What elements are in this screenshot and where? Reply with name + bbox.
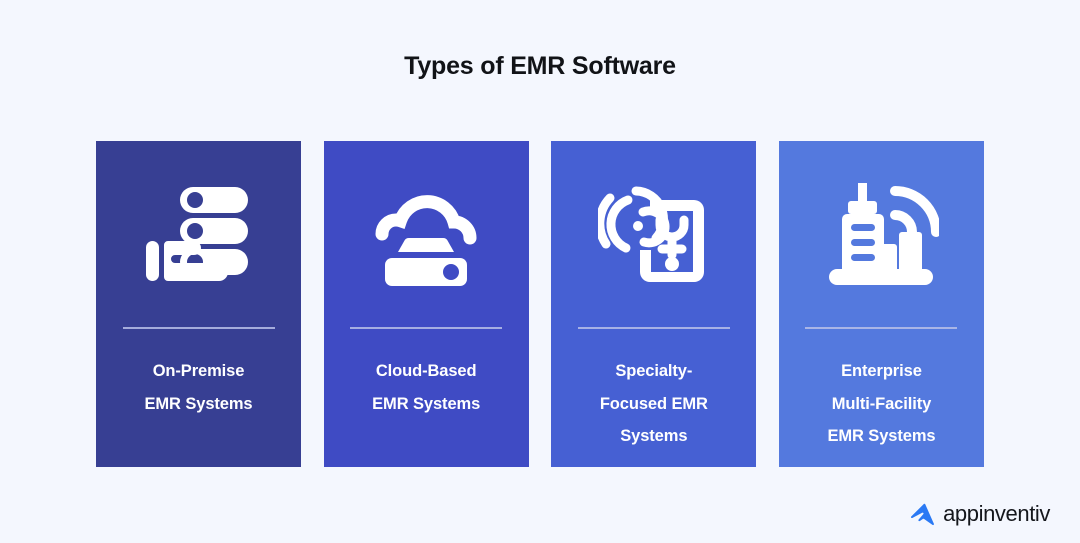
card-icon-wrap bbox=[96, 141, 301, 327]
card-label-line: Cloud-Based bbox=[375, 362, 477, 380]
appinventiv-logo-mark-icon bbox=[911, 503, 935, 526]
card-divider bbox=[577, 327, 730, 329]
card-label-specialty-focused: Specialty- Focused EMR Systems bbox=[566, 355, 742, 453]
city-buildings-signal-icon bbox=[829, 183, 940, 285]
card-label-line: Specialty- bbox=[615, 362, 693, 380]
card-divider bbox=[350, 327, 503, 329]
card-divider bbox=[122, 327, 275, 329]
page-title: Types of EMR Software bbox=[404, 52, 676, 80]
card-divider bbox=[805, 327, 958, 329]
card-label-line: Multi-Facility bbox=[831, 394, 932, 413]
card-label-line: EMR Systems bbox=[372, 394, 481, 413]
appinventiv-logo: appinventiv bbox=[908, 499, 1050, 529]
cloud-server-icon bbox=[375, 195, 477, 286]
card-icon-wrap bbox=[779, 141, 984, 327]
card-cloud-based[interactable]: Cloud-Based EMR Systems bbox=[323, 141, 529, 467]
card-label-enterprise-multi-facility: Enterprise Multi-Facility EMR Systems bbox=[793, 355, 969, 453]
card-label-line: On-Premise bbox=[152, 362, 245, 380]
card-label-on-premise: On-Premise EMR Systems bbox=[111, 355, 287, 420]
card-on-premise[interactable]: On-Premise EMR Systems bbox=[96, 141, 301, 467]
card-enterprise-multi-facility[interactable]: Enterprise Multi-Facility EMR Systems bbox=[778, 141, 984, 467]
card-icon-wrap bbox=[324, 141, 529, 327]
card-label-line: Systems bbox=[620, 427, 688, 445]
card-specialty-focused[interactable]: Specialty- Focused EMR Systems bbox=[551, 141, 757, 467]
appinventiv-logo-text: appinventiv bbox=[943, 501, 1050, 526]
server-rack-icon bbox=[145, 187, 248, 281]
mobile-fingerprint-health-icon bbox=[597, 186, 704, 282]
card-label-line: EMR Systems bbox=[827, 427, 936, 445]
card-label-line: EMR Systems bbox=[144, 394, 253, 413]
card-row: On-Premise EMR Systems bbox=[96, 141, 984, 467]
card-label-cloud-based: Cloud-Based EMR Systems bbox=[338, 355, 514, 420]
card-icon-wrap bbox=[551, 141, 756, 327]
card-label-line: Enterprise bbox=[841, 362, 922, 380]
card-label-line: Focused EMR bbox=[599, 394, 708, 413]
